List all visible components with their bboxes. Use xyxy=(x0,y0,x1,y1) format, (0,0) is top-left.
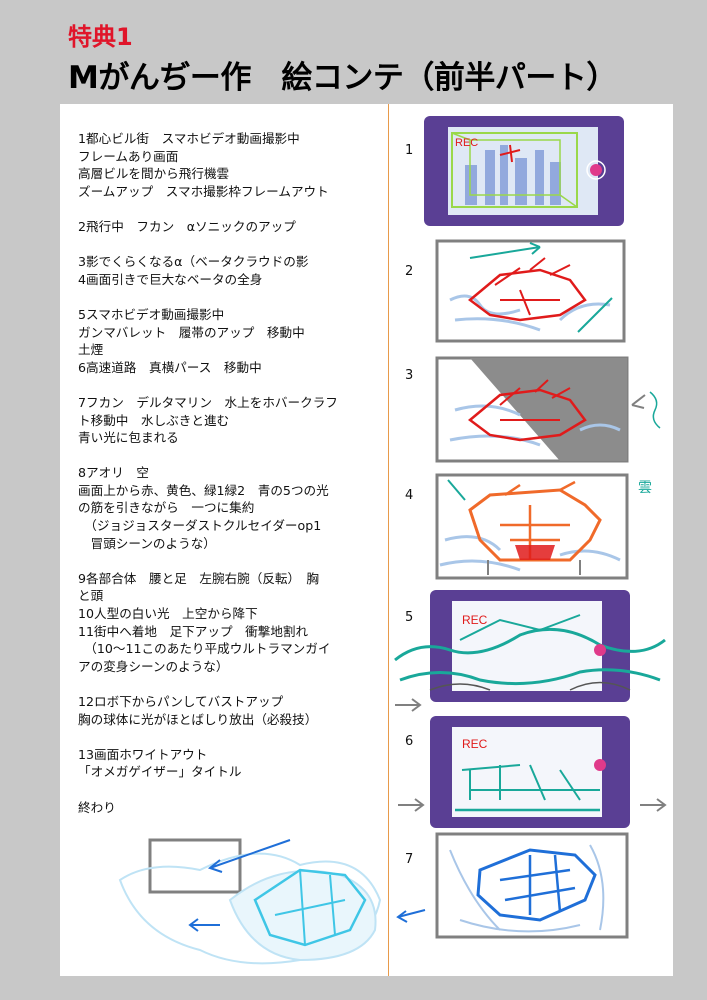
scene-note-line: 高層ビルを間から飛行機雲 xyxy=(78,166,230,182)
scene-note-line: 終わり xyxy=(78,799,116,815)
panel-6-sketch: REC xyxy=(398,716,667,828)
panel-1-sketch: REC xyxy=(424,116,624,226)
column-divider xyxy=(388,104,389,976)
scene-note-line: 8アオリ 空 xyxy=(78,465,149,481)
scene-note-line: 2飛行中 フカン αソニックのアップ xyxy=(78,218,296,234)
panel-7-sketch xyxy=(396,832,629,939)
closing-sketch xyxy=(118,838,382,965)
panel-number-7: 7 xyxy=(405,852,414,867)
panel-4-sketch-text: 雲 xyxy=(638,480,652,496)
scene-note-line: の筋を引きながら 一つに集約 xyxy=(78,500,255,516)
scene-note-line: 冒頭シーンのような） xyxy=(78,535,216,551)
panel-number-5: 5 xyxy=(405,610,414,625)
scene-note-line: アの変身シーンのような） xyxy=(78,658,229,674)
scene-note-line: 13画面ホワイトアウト xyxy=(78,746,208,762)
scene-note-line: （ジョジョスターダストクルセイダーop1 xyxy=(78,518,322,534)
panel-number-3: 3 xyxy=(405,368,414,383)
panel-2-sketch xyxy=(435,239,626,343)
scene-note-line: 土煙 xyxy=(78,342,104,358)
scene-note-line: 11街中へ着地 足下アップ 衝撃地割れ xyxy=(78,623,309,639)
panel-5-rec-text: REC xyxy=(462,613,488,627)
scene-note-line: フレームあり画面 xyxy=(78,148,179,164)
scene-notes: 1都心ビル街 スマホビデオ動画撮影中フレームあり画面高層ビルを間から飛行機雲ズー… xyxy=(78,130,383,816)
scene-note-line: 9各部合体 腰と足 左腕右腕（反転） 胸 xyxy=(78,570,319,586)
scene-note-line: ガンマバレット 履帯のアップ 移動中 xyxy=(78,324,305,340)
scene-note-line: 7フカン デルタマリン 水上をホバークラフ xyxy=(78,394,338,410)
scene-note-line: 5スマホビデオ動画撮影中 xyxy=(78,306,225,322)
scene-note-line: （10〜11このあたり平成ウルトラマンガイ xyxy=(78,641,331,657)
scene-note-line: 12ロボ下からパンしてバストアップ xyxy=(78,694,284,709)
panel-4-sketch: 雲 xyxy=(435,473,652,580)
page-title: Mがんぢー作 絵コンテ（前半パート） xyxy=(68,60,617,96)
panel-number-2: 2 xyxy=(405,264,414,279)
scene-note-line: と頭 xyxy=(78,588,104,604)
scene-note-line: 「オメガゲイザー」タイトル xyxy=(78,764,242,780)
panel-3-sketch xyxy=(435,356,661,463)
bonus-label: 特典1 xyxy=(68,23,133,51)
scene-note-line: 4画面引きで巨大なベータの全身 xyxy=(78,271,263,287)
scene-note-line: ズームアップ スマホ撮影枠フレームアウト xyxy=(78,183,329,199)
scene-note-line: ト移動中 水しぶきと進む xyxy=(78,412,230,428)
panel-number-1: 1 xyxy=(405,143,414,158)
panel-1-rec-text: REC xyxy=(455,137,478,149)
scene-note-line: 1都心ビル街 スマホビデオ動画撮影中 xyxy=(78,131,300,146)
panel-number-4: 4 xyxy=(405,488,414,503)
scene-note-line: 10人型の白い光 上空から降下 xyxy=(78,606,258,622)
scene-note-line: 青い光に包まれる xyxy=(78,430,179,446)
panel-6-rec-text: REC xyxy=(462,737,488,751)
scene-note-line: 6高速道路 真横パース 移動中 xyxy=(78,359,262,375)
scene-note-line: 画面上から赤、黄色、緑1緑2 青の5つの光 xyxy=(78,482,329,498)
panel-number-6: 6 xyxy=(405,734,414,749)
panel-5-sketch: REC xyxy=(394,590,666,712)
scene-note-line: 3影でくらくなるα（ベータクラウドの影 xyxy=(78,254,309,270)
scene-note-line: 胸の球体に光がほとばしり放出（必殺技） xyxy=(78,711,318,727)
